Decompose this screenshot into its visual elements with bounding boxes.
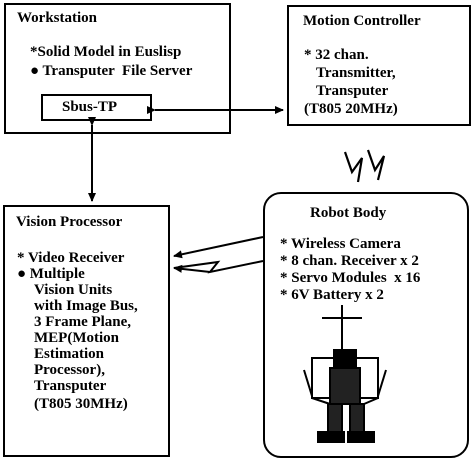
robot-body-line-1: * Wireless Camera [280,236,401,252]
motion-controller-line-1: * 32 chan. [304,47,369,63]
motion-controller-line-2: Transmitter, [316,65,396,81]
robot-body-line-3: * Servo Modules x 16 [280,270,421,286]
wireless-radio-symbol-1 [343,151,364,183]
robot-body-line-2: * 8 chan. Receiver x 2 [280,253,419,269]
vision-processor-line-1: Vision Units [34,282,113,298]
motion-controller-line-3: Transputer [316,83,389,99]
vision-processor-line-8: (T805 30MHz) [34,396,128,412]
vision-processor-title: Vision Processor [16,214,123,230]
workstation-item-file-server: ● Transputer File Server [30,63,193,79]
vision-processor-line-4: MEP(Motion [34,330,119,346]
vision-processor-line-7: Transputer [34,378,107,394]
motion-controller-line-4: (T805 20MHz) [304,101,398,117]
vision-processor-video-receiver: * Video Receiver [17,250,125,266]
vision-processor-line-5: Estimation [34,346,105,362]
link-video-upper [173,236,264,259]
robot-illustration [303,305,387,443]
vision-processor-line-6: Processor), [34,362,105,378]
robot-body-title: Robot Body [310,205,387,221]
wireless-radio-symbol-2 [366,149,386,181]
workstation-title: Workstation [17,10,98,26]
sbus-tp-label: Sbus-TP [62,99,118,115]
vision-processor-multiple: ● Multiple [17,266,85,282]
vision-processor-box [3,205,170,457]
vision-processor-line-3: 3 Frame Plane, [34,314,132,330]
robot-body-box [263,192,469,458]
robot-body-line-4: * 6V Battery x 2 [280,287,384,303]
wireless-video-symbol [173,260,264,274]
vision-processor-line-2: with Image Bus, [34,298,138,314]
workstation-item-solid-model: *Solid Model in Euslisp [30,44,182,60]
motion-controller-title: Motion Controller [303,13,421,29]
link-video-lower [173,264,211,273]
motion-controller-box [287,5,471,126]
